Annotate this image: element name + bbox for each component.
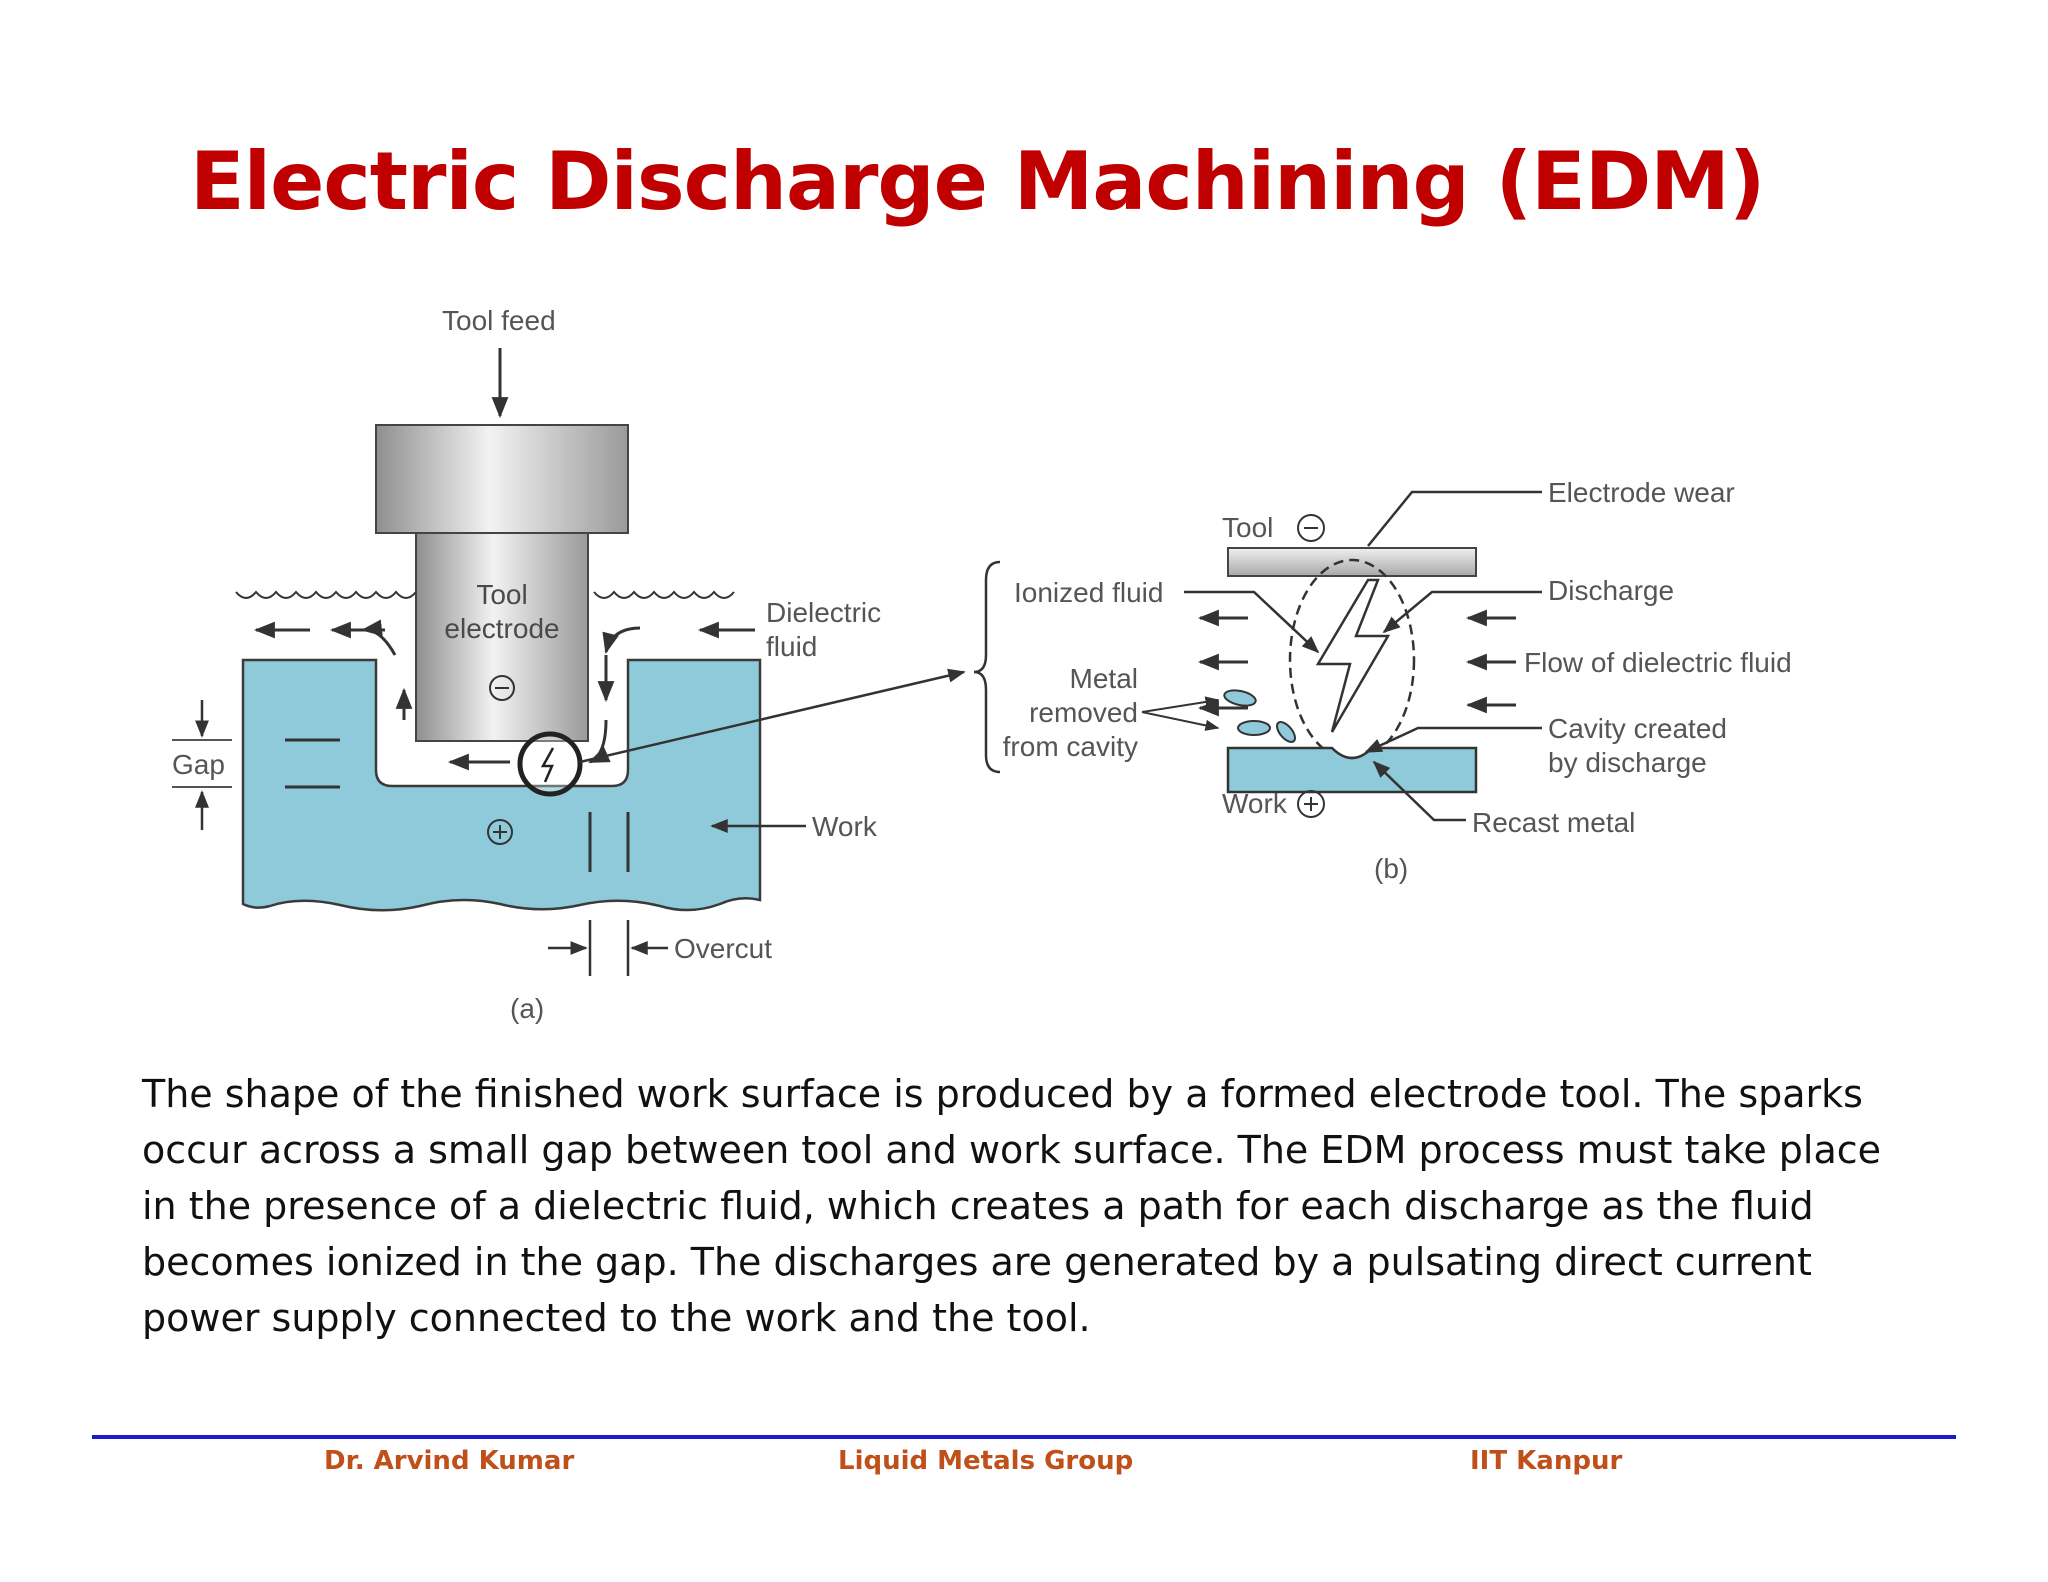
caption-b: (b): [1374, 853, 1408, 884]
metal-particle: [1276, 721, 1296, 743]
fluid-surface-left: [235, 590, 417, 599]
tool-head: [375, 424, 629, 534]
flow-arrow: [602, 626, 641, 655]
recast-leader: [1372, 760, 1466, 822]
ionized-fluid-leader: [1184, 590, 1320, 654]
work-b: [1226, 746, 1478, 794]
discharge-label: Discharge: [1548, 575, 1674, 606]
flow-arrow: [588, 719, 611, 764]
tool-b-label: Tool: [1222, 512, 1273, 543]
tool-feed-label: Tool feed: [442, 305, 556, 336]
dielectric-label-2: fluid: [766, 631, 817, 662]
cavity-leader: [1364, 726, 1542, 754]
fluid-surface-right: [593, 590, 735, 599]
electrode-wear-leader: [1367, 490, 1542, 547]
metal-particle: [1223, 689, 1257, 707]
metal-removed-label-2: removed: [1029, 697, 1138, 728]
footer-group: Liquid Metals Group: [838, 1446, 1134, 1476]
electrode-wear-label: Electrode wear: [1548, 477, 1735, 508]
footer-divider: [92, 1435, 1956, 1439]
tool-b-negative-icon: [1297, 514, 1325, 542]
dielectric-label-1: Dielectric: [766, 597, 881, 628]
spark-circle: [517, 731, 583, 797]
recast-label: Recast metal: [1472, 807, 1635, 838]
work-label: Work: [812, 811, 878, 842]
lightning-icon: [1315, 578, 1391, 733]
gap-label: Gap: [172, 749, 225, 780]
slide-title: Electric Discharge Machining (EDM): [190, 135, 1765, 228]
metal-removed-leader: [1141, 696, 1220, 713]
footer-author: Dr. Arvind Kumar: [324, 1446, 575, 1476]
body-paragraph: The shape of the finished work surface i…: [142, 1072, 1882, 1340]
work-positive-icon: [487, 819, 513, 845]
overcut-label: Overcut: [674, 933, 772, 964]
footer-institute: IIT Kanpur: [1470, 1446, 1623, 1476]
workpiece: [241, 658, 762, 912]
bracket: [973, 560, 1001, 774]
zoom-connector: [579, 668, 966, 764]
metal-removed-label-1: Metal: [1070, 663, 1138, 694]
work-b-positive-icon: [1297, 790, 1325, 818]
flow-label: Flow of dielectric fluid: [1524, 647, 1792, 678]
discharge-leader: [1382, 590, 1542, 634]
tool-plate: [1227, 547, 1477, 577]
caption-a: (a): [510, 993, 544, 1024]
tool-electrode-label-2: electrode: [444, 613, 559, 644]
metal-removed-label-3: from cavity: [1003, 731, 1138, 762]
metal-particle: [1237, 720, 1271, 736]
diagram-a: Tool feed Tool electrode Dielectric flui…: [172, 305, 881, 1024]
cavity-label-2: by discharge: [1548, 747, 1707, 778]
tool-electrode: [415, 532, 589, 742]
tool-electrode-label-1: Tool: [476, 579, 527, 610]
tool-negative-icon: [489, 675, 515, 701]
edm-diagram: Tool feed Tool electrode Dielectric flui…: [172, 305, 1792, 1024]
spark-icon: [540, 747, 555, 783]
cavity-label-1: Cavity created: [1548, 713, 1727, 744]
work-b-label: Work: [1222, 788, 1288, 819]
ionized-fluid-label: Ionized fluid: [1014, 577, 1163, 608]
metal-removed-leader: [1141, 711, 1220, 731]
flow-arrow: [360, 619, 397, 656]
diagram-b: Tool Electrode wear Ionized fluid Discha…: [973, 477, 1792, 884]
